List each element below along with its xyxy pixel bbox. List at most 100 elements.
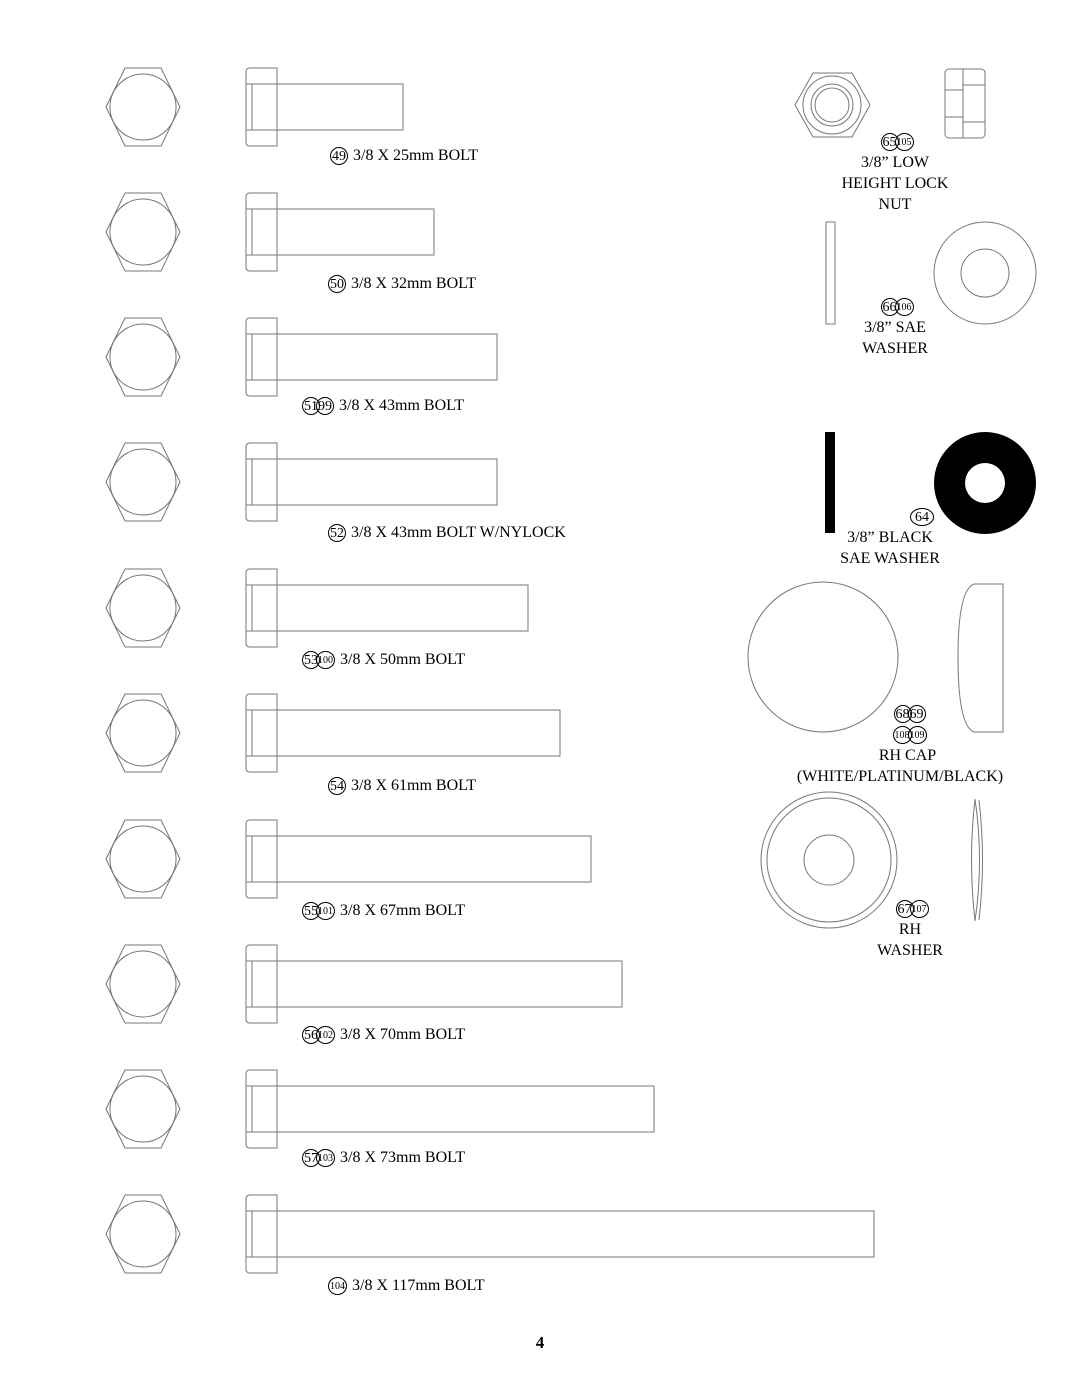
bolt-label: 49 3/8 X 25mm BOLT [330, 147, 479, 166]
lock-nut-numbers: 65105 [880, 131, 914, 152]
hex-head-circle [109, 198, 177, 266]
part-number-circle: 103 [316, 1149, 335, 1168]
part-number-circle: 101 [316, 902, 335, 921]
bolt-label: 50 3/8 X 32mm BOLT [328, 275, 477, 294]
bolt-drawing [105, 944, 623, 1024]
bolt-drawing [105, 568, 529, 648]
bolt-head-side [245, 693, 278, 773]
lock-nut-drawing [794, 68, 986, 139]
part-number-circle: 52 [328, 524, 346, 543]
hex-head-circle [109, 448, 177, 516]
hex-head-circle [109, 825, 177, 893]
hex-head-outline [105, 568, 181, 648]
hex-head-circle [109, 1075, 177, 1143]
bolt-drawing [105, 1069, 655, 1149]
lock-nut-line1: 3/8” LOW [861, 154, 929, 171]
bolt-description: 3/8 X 73mm BOLT [340, 1149, 466, 1167]
bolt-shaft [276, 333, 498, 381]
bolt-head-side [245, 819, 278, 899]
black-washer-drawing [825, 432, 1036, 534]
bolt-shaft [276, 584, 529, 632]
rh-washer-drawing [760, 791, 983, 929]
part-number-circle: 107 [909, 900, 929, 919]
rh-cap-drawing [747, 581, 1004, 733]
rh-cap-line2: (WHITE/PLATINUM/BLACK) [796, 768, 1004, 785]
hex-head-circle [109, 950, 177, 1018]
bolt-drawing [105, 1194, 875, 1274]
hex-head-outline [105, 67, 181, 147]
black-washer-line1: 3/8” BLACK [847, 529, 933, 546]
bolt-drawing [105, 67, 404, 147]
part-number-circle: 64 [910, 508, 934, 527]
bolt-head-side [245, 67, 278, 147]
part-number-circle: 49 [330, 147, 348, 166]
part-number-circle: 106 [894, 298, 914, 317]
bolt-drawing [105, 819, 592, 899]
rh-washer-line1: RH [898, 921, 922, 938]
bolt-drawing [105, 192, 435, 272]
bolt-label: 54 3/8 X 61mm BOLT [328, 777, 477, 796]
rh-cap-numbers-2: 108109 [892, 724, 927, 745]
part-number-circle: 100 [316, 651, 335, 670]
part-number-circle: 54 [328, 777, 346, 796]
part-number-circle: 50 [328, 275, 346, 294]
lock-nut-line3: NUT [878, 196, 912, 213]
bolt-shaft [276, 835, 592, 883]
rh-washer-line2: WASHER [877, 942, 943, 959]
bolt-drawing [105, 442, 498, 522]
part-number-circle: 104 [328, 1277, 347, 1296]
hex-head-outline [105, 944, 181, 1024]
bolt-head-side [245, 317, 278, 397]
bolt-shaft [276, 1085, 655, 1133]
bolt-label: 104 3/8 X 117mm BOLT [328, 1277, 485, 1296]
lock-nut-line2: HEIGHT LOCK [841, 175, 949, 192]
bolt-head-side [245, 944, 278, 1024]
bolt-description: 3/8 X 67mm BOLT [340, 902, 466, 920]
hex-head-circle [109, 73, 177, 141]
bolt-shaft [276, 960, 623, 1008]
rh-cap-label: 6869 108109 RH CAP (WHITE/PLATINUM/BLACK… [780, 703, 1020, 787]
bolt-shaft [276, 458, 498, 506]
bolt-drawing [105, 317, 498, 397]
sae-washer-label: 66106 3/8” SAE WASHER [835, 296, 955, 359]
hex-head-outline [105, 1069, 181, 1149]
hex-head-outline [105, 442, 181, 522]
bolt-shaft [276, 208, 435, 256]
hex-head-outline [105, 317, 181, 397]
bolt-description: 3/8 X 61mm BOLT [351, 777, 477, 795]
bolt-description: 3/8 X 32mm BOLT [351, 275, 477, 293]
hex-head-circle [109, 1200, 177, 1268]
bolt-description: 3/8 X 50mm BOLT [340, 651, 466, 669]
part-number-circle: 105 [894, 133, 914, 152]
bolt-description: 3/8 X 70mm BOLT [340, 1026, 466, 1044]
bolt-head-side [245, 1194, 278, 1274]
bolt-description: 3/8 X 43mm BOLT [339, 397, 465, 415]
bolt-description: 3/8 X 25mm BOLT [353, 147, 479, 165]
bolt-description: 3/8 X 117mm BOLT [352, 1277, 485, 1295]
bolt-description: 3/8 X 43mm BOLT W/NYLOCK [351, 524, 566, 542]
hex-head-circle [109, 699, 177, 767]
bolt-shaft [276, 83, 404, 131]
rh-washer-label: 67107 RH WASHER [860, 898, 960, 961]
hex-head-circle [109, 574, 177, 642]
sae-washer-drawing [825, 221, 1037, 325]
part-number-circle: 109 [907, 726, 927, 745]
rh-cap-numbers: 6869 [893, 703, 926, 724]
part-number-circle: 69 [907, 705, 926, 724]
bolt-head-side [245, 442, 278, 522]
hex-head-outline [105, 693, 181, 773]
bolt-head-side [245, 568, 278, 648]
sae-washer-line1: 3/8” SAE [864, 319, 926, 336]
bolt-label: 52 3/8 X 43mm BOLT W/NYLOCK [328, 524, 566, 543]
black-washer-line2: SAE WASHER [840, 550, 940, 567]
hex-head-outline [105, 1194, 181, 1274]
rh-cap-line1: RH CAP [878, 747, 937, 764]
sae-washer-line2: WASHER [862, 340, 928, 357]
hex-head-outline [105, 192, 181, 272]
